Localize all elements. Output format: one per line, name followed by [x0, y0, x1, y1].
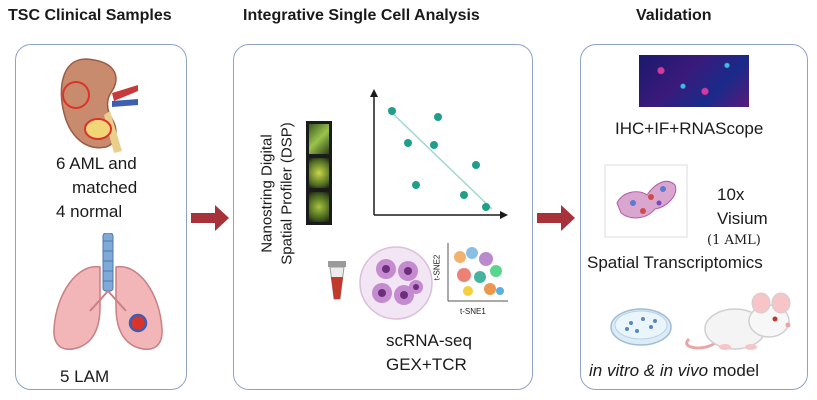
panel-clinical-samples: 6 AML and matched 4 normal 5 LAM: [15, 44, 187, 390]
visium-sample-label: (1 AML): [707, 233, 761, 248]
model-label-italic: in vitro & in vivo: [589, 361, 709, 380]
visium-tissue-image: [604, 164, 688, 238]
tsne-plot: [447, 243, 508, 302]
panel-validation: IHC+IF+RNAScope 10x Visium (1 AML) Spati…: [580, 44, 808, 390]
lungs-icon: [53, 233, 163, 350]
spatial-transcriptomics-label: Spatial Transcriptomics: [587, 253, 763, 272]
petri-dish-icon: [610, 308, 672, 346]
visium-10x-label: 10x: [717, 185, 745, 204]
arrow-right-icon: [537, 205, 575, 231]
sample-tube-icon: [328, 261, 346, 300]
model-label: in vitro & in vivo model: [589, 361, 759, 381]
model-label-rest: model: [708, 361, 760, 380]
dsp-label-line2: Spatial Profiler (DSP): [278, 122, 296, 265]
title-single-cell-analysis: Integrative Single Cell Analysis: [243, 7, 480, 24]
scrna-seq-label: scRNA-seq: [386, 331, 472, 350]
correlation-scatter-plot: [370, 89, 508, 219]
normal-count-label: 4 normal: [56, 202, 123, 221]
tsne1-axis-label: t-SNE1: [460, 307, 486, 316]
title-clinical-samples: TSC Clinical Samples: [8, 7, 172, 24]
single-cells-dish-icon: [359, 246, 433, 320]
lam-count-label: 5 LAM: [60, 367, 110, 386]
visium-label: Visium: [717, 209, 768, 228]
aml-count-label: 6 AML and: [56, 154, 137, 173]
arrow-right-icon: [191, 205, 229, 231]
mouse-model-icon: [685, 292, 791, 350]
tsne2-axis-label: t-SNE2: [432, 254, 442, 281]
ihc-image: [639, 55, 749, 107]
gex-tcr-label: GEX+TCR: [386, 355, 467, 374]
kidney-icon: [60, 58, 138, 153]
aml-matched-label: matched: [72, 178, 138, 197]
panel-single-cell-analysis: Nanostring Digital Spatial Profiler (DSP…: [233, 44, 533, 390]
ihc-label: IHC+IF+RNAScope: [615, 119, 764, 138]
dsp-tissue-images: [306, 121, 332, 225]
title-validation: Validation: [636, 7, 712, 24]
dsp-label-line1: Nanostring Digital: [258, 134, 276, 253]
